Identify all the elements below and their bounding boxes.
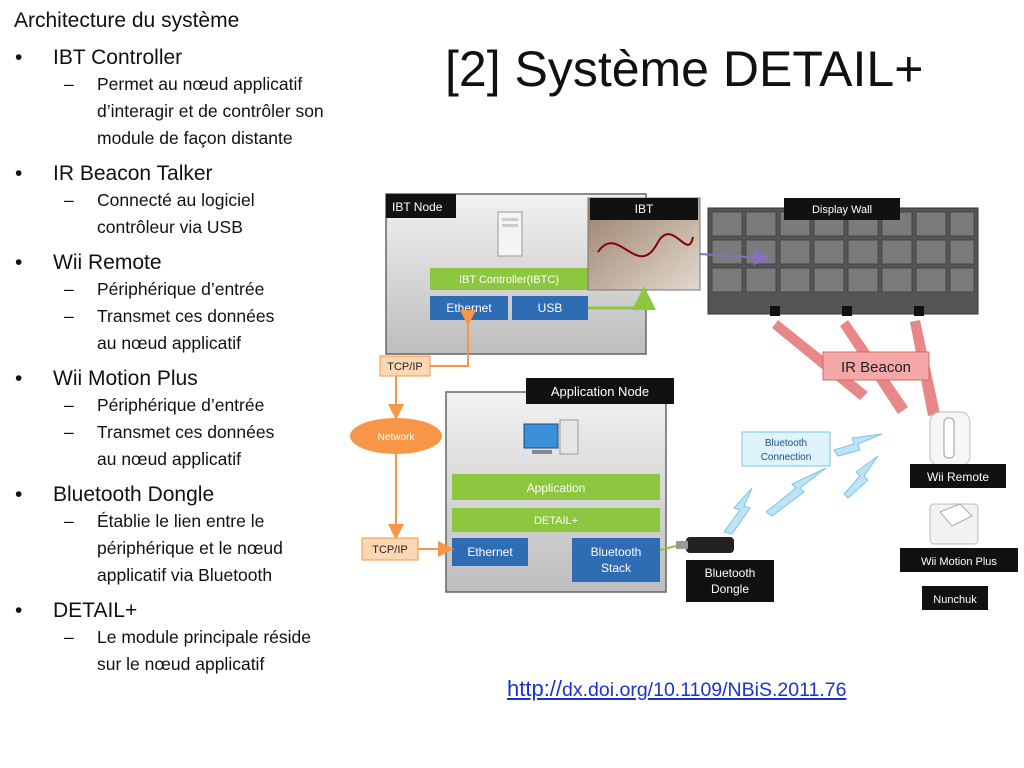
sub-bullet: – Connecté au logiciel bbox=[14, 187, 384, 214]
sub-bullet-continuation: sur le nœud applicatif bbox=[14, 651, 384, 678]
nunchuk-label: Nunchuk bbox=[933, 594, 977, 606]
detail-plus-label: DETAIL+ bbox=[534, 515, 578, 527]
sub-bullet-text: module de façon distante bbox=[97, 128, 293, 148]
computer-icon bbox=[523, 419, 579, 455]
dash-icon: – bbox=[64, 74, 74, 94]
tcpip-top-label: TCP/IP bbox=[387, 361, 422, 373]
ibt-label: IBT bbox=[635, 202, 654, 216]
dash-icon: – bbox=[64, 627, 74, 647]
bullet-label: IBT Controller bbox=[53, 46, 183, 69]
sub-bullet-text: Transmet ces données bbox=[97, 422, 275, 442]
bluetooth-stack-label-2: Stack bbox=[601, 561, 632, 575]
ethernet-bottom-label: Ethernet bbox=[467, 545, 513, 559]
dash-icon: – bbox=[64, 395, 74, 415]
sub-bullet: – Le module principale réside bbox=[14, 624, 384, 651]
bluetooth-dongle-icon bbox=[676, 537, 734, 553]
sub-bullet-text: Le module principale réside bbox=[97, 627, 312, 647]
bullet-label: DETAIL+ bbox=[53, 599, 138, 622]
sub-bullet: – Périphérique d’entrée bbox=[14, 392, 384, 419]
sub-bullet-continuation: contrôleur via USB bbox=[14, 214, 384, 241]
link-path[interactable]: dx.doi.org/10.1109/NBiS.2011.76 bbox=[562, 679, 847, 701]
bullet-item: • DETAIL+ bbox=[14, 597, 384, 624]
sub-bullet-text: Périphérique d’entrée bbox=[97, 279, 265, 299]
bullet-label: Wii Remote bbox=[53, 251, 162, 274]
slide-heading: Architecture du système bbox=[14, 9, 240, 32]
sub-bullet-continuation: au nœud applicatif bbox=[14, 330, 384, 357]
sub-bullet-text: d’interagir et de contrôler son bbox=[97, 101, 324, 121]
sub-bullet-text: Établie le lien entre le bbox=[97, 511, 265, 531]
network-label: Network bbox=[378, 432, 416, 443]
slide-title: [2] Système DETAIL+ bbox=[445, 41, 924, 97]
dash-icon: – bbox=[64, 511, 74, 531]
application-node-label: Application Node bbox=[551, 384, 649, 399]
wii-remote-label: Wii Remote bbox=[927, 470, 989, 484]
sub-bullet-text: applicatif via Bluetooth bbox=[97, 565, 273, 585]
display-wall-label: Display Wall bbox=[812, 204, 872, 216]
usb-label: USB bbox=[538, 301, 563, 315]
dash-icon: – bbox=[64, 422, 74, 442]
application-node-panel: Application Node Application DETAIL+ Eth… bbox=[445, 378, 674, 593]
sub-bullet: – Établie le lien entre le bbox=[14, 508, 384, 535]
bullet-dot-icon: • bbox=[15, 162, 23, 185]
bullet-item: • IR Beacon Talker bbox=[14, 160, 384, 187]
tcpip-bottom-label: TCP/IP bbox=[372, 544, 407, 556]
bullet-item: • IBT Controller bbox=[14, 44, 384, 71]
application-label: Application bbox=[527, 481, 586, 495]
bluetooth-connection-label-2: Connection bbox=[761, 452, 812, 463]
dash-icon: – bbox=[64, 279, 74, 299]
dash-icon: – bbox=[64, 306, 74, 326]
sub-bullet-continuation: périphérique et le nœud bbox=[14, 535, 384, 562]
ir-beacon-label: IR Beacon bbox=[841, 359, 911, 376]
sub-bullet-continuation: d’interagir et de contrôler son bbox=[14, 98, 384, 125]
bullet-item: • Wii Remote bbox=[14, 249, 384, 276]
ibt-photo: IBT bbox=[587, 197, 701, 291]
ibt-controller-label: IBT Controller(IBTC) bbox=[459, 274, 559, 286]
sub-bullet-text: contrôleur via USB bbox=[97, 217, 243, 237]
ethernet-top-label: Ethernet bbox=[446, 301, 492, 315]
link-prefix[interactable]: http:// bbox=[507, 676, 563, 701]
sub-bullet-text: Périphérique d’entrée bbox=[97, 395, 265, 415]
sub-bullet-text: périphérique et le nœud bbox=[97, 538, 283, 558]
wii-motion-plus-label: Wii Motion Plus bbox=[921, 556, 997, 568]
bluetooth-dongle-label-1: Bluetooth bbox=[705, 566, 756, 580]
dash-icon: – bbox=[64, 190, 74, 210]
bullet-dot-icon: • bbox=[15, 46, 23, 69]
bullet-dot-icon: • bbox=[15, 251, 23, 274]
sub-bullet: – Transmet ces données bbox=[14, 419, 384, 446]
server-icon bbox=[497, 211, 523, 257]
bullet-label: Bluetooth Dongle bbox=[53, 483, 215, 506]
bullet-item: • Bluetooth Dongle bbox=[14, 481, 384, 508]
ibt-node-label: IBT Node bbox=[392, 200, 443, 214]
bullet-dot-icon: • bbox=[15, 367, 23, 390]
sub-bullet: – Permet au nœud applicatif bbox=[14, 71, 384, 98]
wii-remote-icon bbox=[929, 411, 971, 467]
bullet-dot-icon: • bbox=[15, 483, 23, 506]
doi-link[interactable]: http://dx.doi.org/10.1109/NBiS.2011.76 bbox=[507, 676, 846, 702]
sub-bullet-text: Connecté au logiciel bbox=[97, 190, 255, 210]
bullet-label: IR Beacon Talker bbox=[53, 162, 213, 185]
wireless-bolt-icons bbox=[723, 433, 883, 535]
sub-bullet-text: Transmet ces données bbox=[97, 306, 275, 326]
wii-motion-plus-icon bbox=[929, 503, 979, 545]
sub-bullet-continuation: au nœud applicatif bbox=[14, 446, 384, 473]
display-wall: Display Wall bbox=[707, 198, 979, 316]
bullet-item: • Wii Motion Plus bbox=[14, 365, 384, 392]
sub-bullet: – Périphérique d’entrée bbox=[14, 276, 384, 303]
bullet-dot-icon: • bbox=[15, 599, 23, 622]
sub-bullet-continuation: module de façon distante bbox=[14, 125, 384, 152]
bluetooth-stack-label-1: Bluetooth bbox=[591, 545, 642, 559]
bullet-list: • IBT Controller – Permet au nœud applicat… bbox=[14, 44, 384, 678]
sub-bullet-continuation: applicatif via Bluetooth bbox=[14, 562, 384, 589]
sub-bullet-text: sur le nœud applicatif bbox=[97, 654, 265, 674]
architecture-diagram: IBT Node IBT Controller(IBTC) Ethernet U… bbox=[350, 193, 1018, 610]
sub-bullet-text: au nœud applicatif bbox=[97, 333, 241, 353]
bluetooth-dongle-label-2: Dongle bbox=[711, 582, 749, 596]
bluetooth-connection-label-1: Bluetooth bbox=[765, 438, 807, 449]
sub-bullet-text: Permet au nœud applicatif bbox=[97, 74, 303, 94]
bullet-label: Wii Motion Plus bbox=[53, 367, 198, 390]
sub-bullet: – Transmet ces données bbox=[14, 303, 384, 330]
sub-bullet-text: au nœud applicatif bbox=[97, 449, 241, 469]
